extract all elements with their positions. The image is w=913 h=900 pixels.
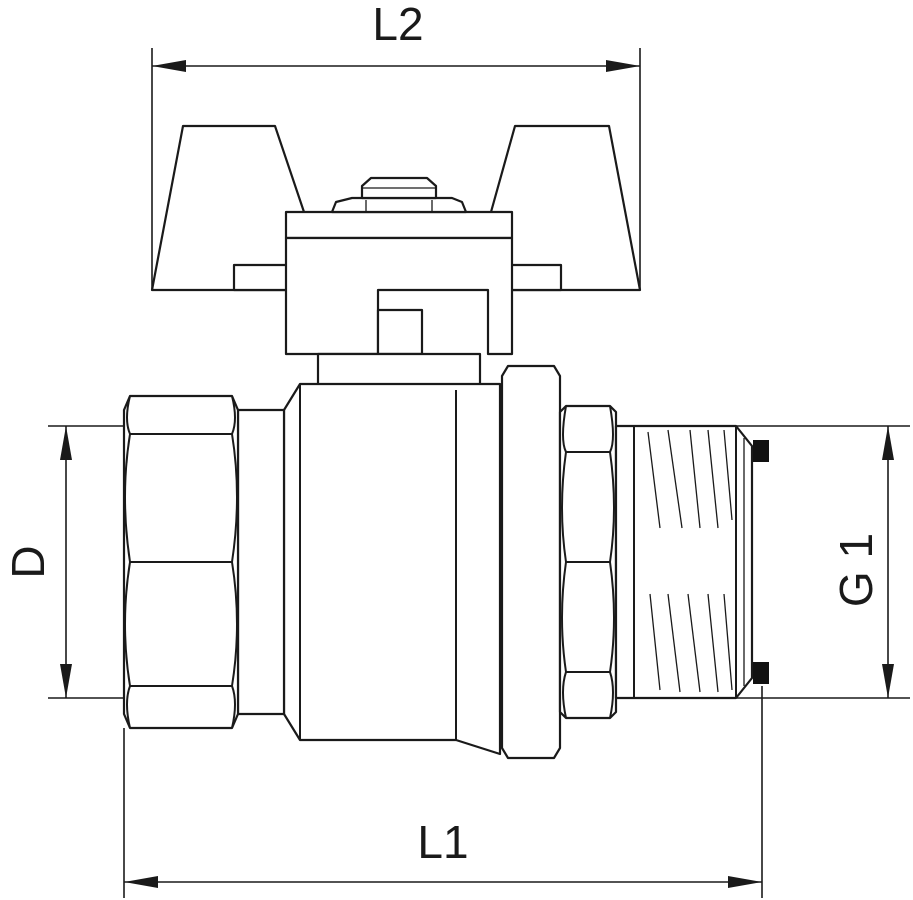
handle-hub-top — [284, 210, 514, 240]
arrow-down — [60, 664, 72, 698]
dimension-label-g1: G 1 — [830, 533, 882, 607]
inlet-hex-nut — [122, 394, 240, 730]
arrow-up — [60, 426, 72, 460]
butterfly-handle — [150, 124, 642, 356]
union-collar — [500, 364, 562, 760]
valve-body — [282, 382, 502, 756]
dimension-d: D — [2, 425, 124, 699]
stem-washer — [330, 196, 468, 214]
arrow-left — [152, 60, 186, 72]
dimension-g1: G 1 — [736, 425, 910, 699]
thread-lines — [647, 429, 733, 693]
seal-ring-top — [753, 440, 769, 462]
dimension-l2: L2 — [151, 0, 641, 290]
arrow-left — [124, 876, 158, 888]
dimension-label-d: D — [2, 545, 54, 578]
handle-stop-block — [376, 308, 424, 356]
seal-ring-bottom — [753, 662, 769, 684]
arrow-down — [882, 664, 894, 698]
outlet-hex-nut — [558, 404, 618, 720]
arrow-up — [882, 426, 894, 460]
dimension-l1: L1 — [123, 686, 763, 898]
dimension-label-l1: L1 — [417, 816, 468, 868]
arrow-right — [606, 60, 640, 72]
arrow-right — [728, 876, 762, 888]
male-thread — [614, 424, 769, 700]
dimension-label-l2: L2 — [372, 0, 423, 50]
handle-hub-body — [284, 236, 514, 356]
inlet-neck — [236, 408, 286, 716]
